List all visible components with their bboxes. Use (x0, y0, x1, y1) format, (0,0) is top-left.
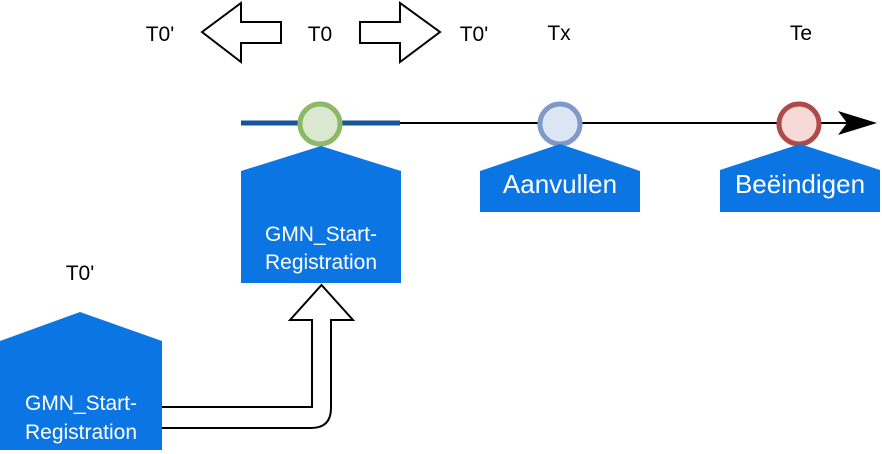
node-gmn-start-registration-top (241, 146, 401, 283)
node-gmn-top-line1: GMN_Start- (264, 223, 377, 246)
node-gmn-bottom-line2: Registration (24, 421, 138, 444)
label-t0-prime-left: T0' (145, 23, 175, 46)
label-tx: Tx (547, 22, 571, 45)
node-aanvullen (480, 144, 640, 212)
arrow-right-icon (359, 1, 442, 64)
node-beeindigen (720, 144, 880, 212)
node-gmn-start-registration-bottom (0, 312, 162, 450)
bent-arrow-connector (154, 283, 356, 429)
milestone-circle-t0 (297, 101, 343, 147)
node-gmn-start-registration-bottom-label: GMN_Start- Registration (0, 389, 162, 447)
node-aanvullen-label: Aanvullen (502, 169, 618, 199)
node-beeindigen-label: Beëindigen (734, 169, 866, 199)
label-te: Te (789, 22, 813, 45)
node-gmn-start-registration-top-label: GMN_Start- Registration (241, 221, 401, 277)
arrow-left-icon (200, 1, 282, 65)
label-t0-prime-bottom: T0' (65, 262, 95, 285)
node-gmn-bottom-line1: GMN_Start- (24, 392, 137, 415)
node-gmn-top-line2: Registration (264, 251, 378, 274)
milestone-circle-te (776, 101, 822, 147)
milestone-circle-tx (537, 101, 583, 147)
label-t0-prime-right: T0' (459, 23, 489, 46)
timeline-arrowhead-icon (838, 111, 877, 135)
label-t0: T0 (307, 23, 333, 46)
